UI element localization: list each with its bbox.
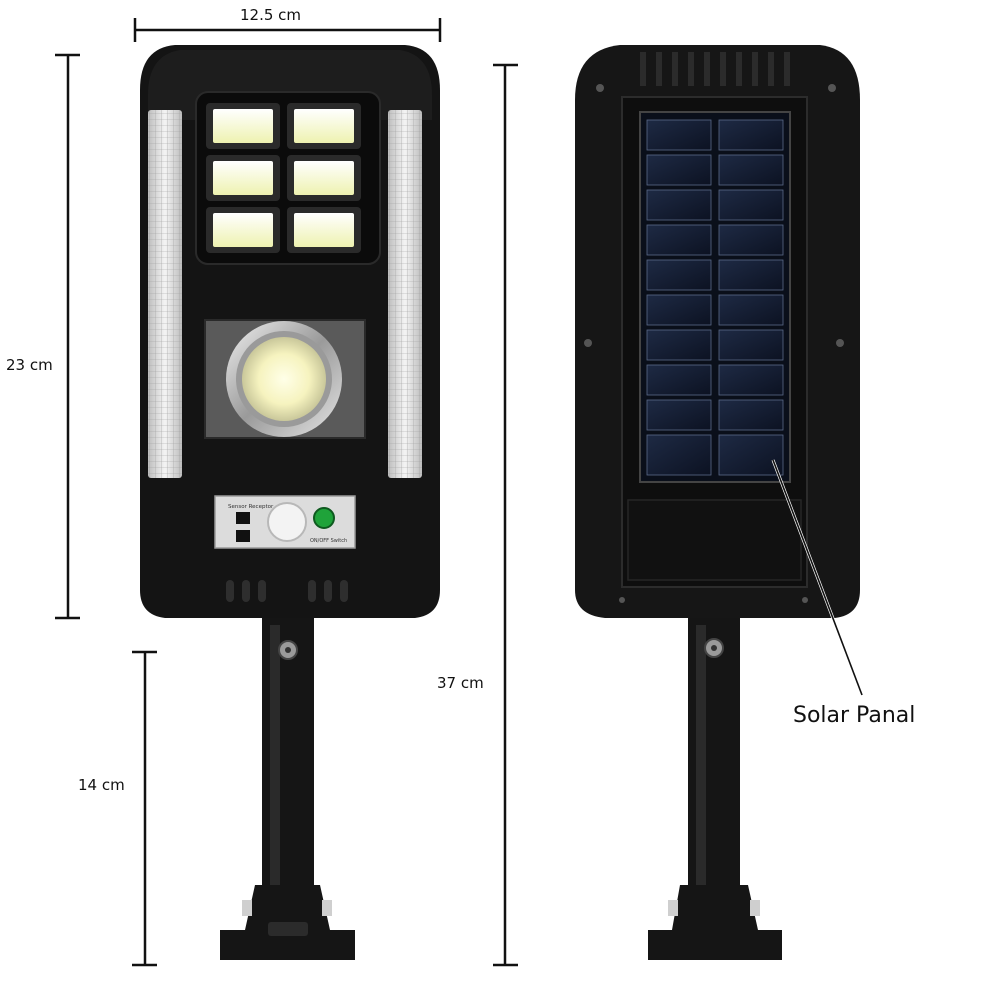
callout-line bbox=[772, 459, 863, 696]
back-screws bbox=[584, 84, 844, 603]
back-bracket bbox=[688, 615, 740, 915]
dimension-height bbox=[55, 53, 80, 620]
total-height-label: 37 cm bbox=[437, 674, 484, 692]
front-vents bbox=[226, 580, 348, 602]
led-module bbox=[294, 213, 354, 247]
left-side-led-strip bbox=[148, 110, 182, 478]
dimension-total bbox=[493, 63, 518, 967]
dimension-bracket bbox=[132, 650, 157, 967]
front-lamp: Sensor Receptor ON/OFF Switch bbox=[140, 45, 440, 960]
right-side-led-strip bbox=[388, 110, 422, 478]
motion-sensor bbox=[267, 502, 307, 542]
power-switch-button[interactable] bbox=[313, 507, 335, 529]
sensor-label: Sensor Receptor bbox=[228, 504, 274, 510]
width-label: 12.5 cm bbox=[240, 6, 302, 24]
back-top-vents bbox=[640, 52, 790, 86]
led-module bbox=[213, 109, 273, 143]
led-module bbox=[294, 161, 354, 195]
cob-light bbox=[242, 337, 326, 421]
dimension-width bbox=[133, 18, 442, 42]
height-label: 23 cm bbox=[6, 356, 53, 374]
bracket-length-label: 14 cm bbox=[78, 776, 125, 794]
battery-compartment bbox=[627, 499, 802, 581]
solar-panel-callout: Solar Panal bbox=[793, 703, 916, 728]
led-module bbox=[213, 213, 273, 247]
led-array bbox=[206, 103, 361, 253]
back-base bbox=[648, 885, 782, 960]
solar-cells bbox=[646, 119, 784, 476]
led-module bbox=[213, 161, 273, 195]
led-module bbox=[294, 109, 354, 143]
switch-label: ON/OFF Switch bbox=[310, 538, 347, 544]
back-lamp bbox=[575, 45, 860, 960]
